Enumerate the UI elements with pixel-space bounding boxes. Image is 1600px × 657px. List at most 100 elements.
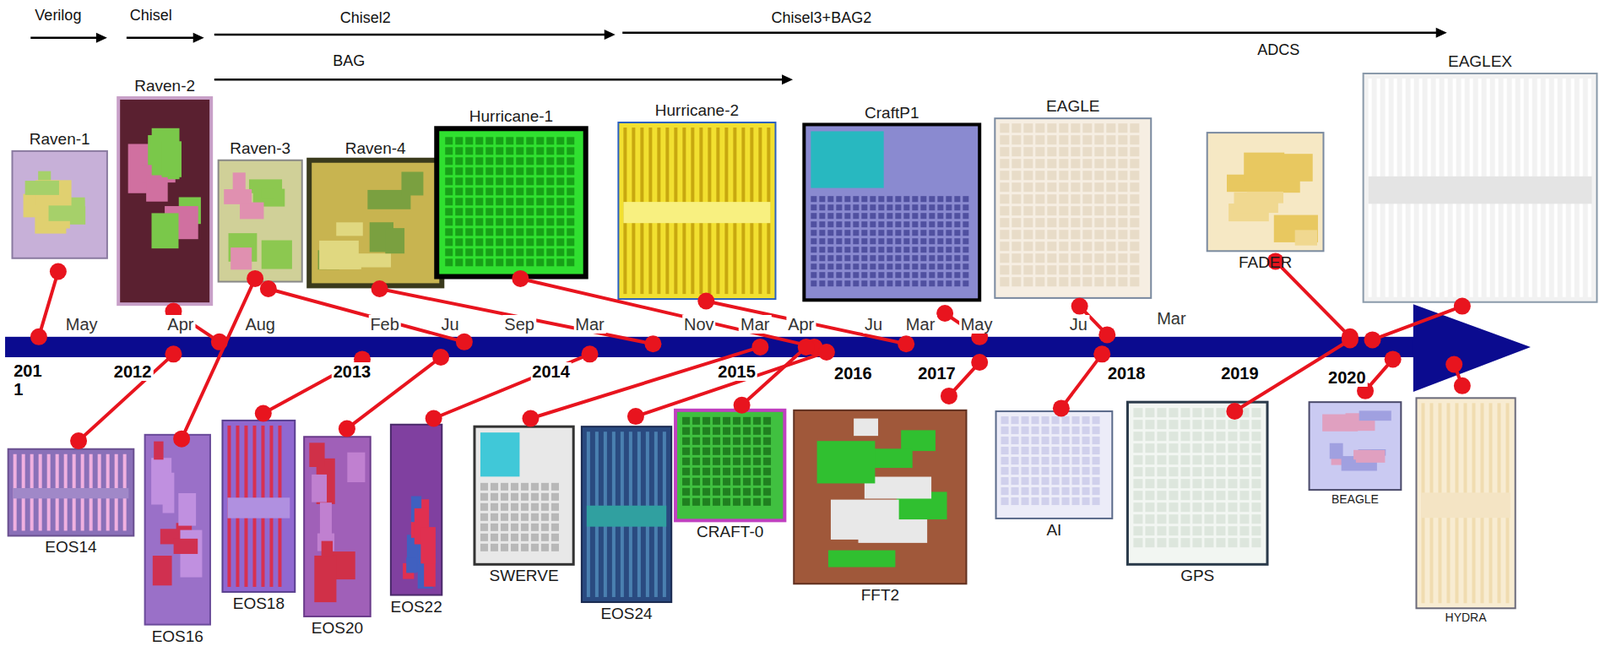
chip-cell bbox=[531, 543, 539, 552]
chip-cell bbox=[763, 457, 771, 466]
chip-cell bbox=[1180, 490, 1190, 500]
chip-cell bbox=[1168, 478, 1178, 489]
chip-cell bbox=[903, 246, 910, 253]
leader-dot bbox=[254, 404, 272, 422]
chip-block bbox=[239, 202, 264, 220]
chip-cell bbox=[852, 221, 859, 228]
chip-cell bbox=[510, 533, 519, 542]
chip-cell bbox=[546, 167, 554, 175]
chip-cell bbox=[1168, 443, 1178, 453]
chip-cell bbox=[1215, 478, 1226, 489]
chip-cell bbox=[999, 217, 1009, 228]
chip-cell bbox=[1001, 487, 1009, 495]
chip-cell bbox=[1023, 123, 1033, 133]
chip-cell bbox=[954, 212, 960, 219]
chip-cell bbox=[531, 503, 539, 511]
leader-dot bbox=[1445, 355, 1463, 373]
chip-block bbox=[385, 227, 405, 254]
chip-cell bbox=[903, 254, 910, 261]
date-label: 2016 bbox=[832, 363, 874, 383]
chip-cell bbox=[818, 229, 825, 236]
chip-cell bbox=[937, 229, 944, 236]
chip-cell bbox=[546, 238, 554, 246]
chip-cell bbox=[465, 177, 473, 185]
chip-cell bbox=[682, 457, 690, 466]
chip-cell bbox=[827, 229, 834, 236]
chip-cell bbox=[1082, 477, 1091, 485]
chip-outline bbox=[474, 426, 574, 565]
chip-cell bbox=[743, 488, 751, 496]
chip-block bbox=[853, 418, 879, 437]
chip-cell bbox=[999, 194, 1009, 204]
chip-cell bbox=[515, 136, 524, 145]
chip-node: FADER bbox=[1207, 132, 1324, 272]
chip-cell bbox=[1106, 265, 1116, 275]
chip-cell bbox=[500, 543, 509, 552]
chip-cell bbox=[566, 227, 575, 236]
chip-cell bbox=[1062, 487, 1070, 495]
chip-cell bbox=[732, 437, 741, 445]
chip-cell bbox=[1092, 477, 1101, 485]
chip-cell bbox=[1082, 265, 1092, 275]
chip-cell bbox=[566, 146, 575, 155]
chip-cell bbox=[1144, 431, 1155, 441]
chip-cell bbox=[480, 493, 489, 501]
chip-cell bbox=[505, 177, 514, 185]
chip-cell bbox=[1046, 182, 1057, 192]
chip-cell bbox=[1046, 265, 1057, 275]
chip-cell bbox=[505, 217, 514, 226]
chip-cell bbox=[541, 482, 549, 491]
chip-cell bbox=[1215, 407, 1226, 418]
chip-cell bbox=[1204, 478, 1214, 489]
chip-cell bbox=[520, 523, 529, 532]
chip-band bbox=[13, 488, 130, 499]
chip-cell bbox=[878, 280, 885, 287]
chip-cell bbox=[536, 217, 544, 226]
chip-node: GPS bbox=[1127, 401, 1268, 586]
chip-outline bbox=[8, 449, 135, 537]
chip-cell bbox=[510, 493, 519, 501]
chip-cell bbox=[835, 221, 842, 228]
chip-cell bbox=[1227, 502, 1237, 512]
chip-cell bbox=[556, 157, 565, 165]
chip-cell bbox=[1239, 514, 1249, 524]
tool-label: BAG bbox=[332, 53, 365, 71]
chip-cell bbox=[1011, 477, 1020, 485]
chip-cell bbox=[1082, 276, 1092, 287]
chip-cell bbox=[485, 197, 494, 206]
leader-dot bbox=[1098, 325, 1116, 343]
chip-cell bbox=[1215, 502, 1226, 512]
chip-cell bbox=[1082, 416, 1091, 424]
chip-cell bbox=[541, 533, 549, 542]
leader-line bbox=[379, 288, 654, 344]
chip-cell bbox=[546, 248, 554, 256]
chip-area bbox=[436, 128, 586, 277]
chip-cell bbox=[712, 457, 721, 466]
chip-cell bbox=[1133, 478, 1143, 489]
chip-cell bbox=[1082, 436, 1091, 445]
chip-cell bbox=[465, 258, 473, 266]
chip-outline bbox=[222, 420, 295, 592]
chip-outline bbox=[618, 122, 776, 299]
chip-cell bbox=[878, 254, 885, 261]
chip-cell bbox=[844, 238, 851, 245]
chip-cell bbox=[861, 254, 868, 261]
chip-cell bbox=[520, 513, 529, 521]
chip-cell bbox=[444, 157, 453, 165]
chip-cell bbox=[869, 195, 876, 202]
chip-name: EOS24 bbox=[600, 604, 652, 624]
leader-dot bbox=[1225, 402, 1243, 420]
chip-cell bbox=[763, 427, 771, 435]
chip-cell bbox=[1239, 419, 1249, 429]
chip-cell bbox=[1070, 206, 1080, 216]
chip-cell bbox=[810, 263, 817, 270]
chip-cell bbox=[810, 229, 817, 236]
leader-line bbox=[1372, 306, 1462, 341]
chip-cell bbox=[1023, 206, 1033, 216]
chip-cell bbox=[1082, 217, 1092, 228]
chip-cell bbox=[520, 533, 529, 542]
chip-die bbox=[1363, 73, 1598, 303]
chip-cell bbox=[753, 447, 761, 456]
chip-cell bbox=[1041, 416, 1050, 424]
chip-cell bbox=[999, 276, 1009, 287]
